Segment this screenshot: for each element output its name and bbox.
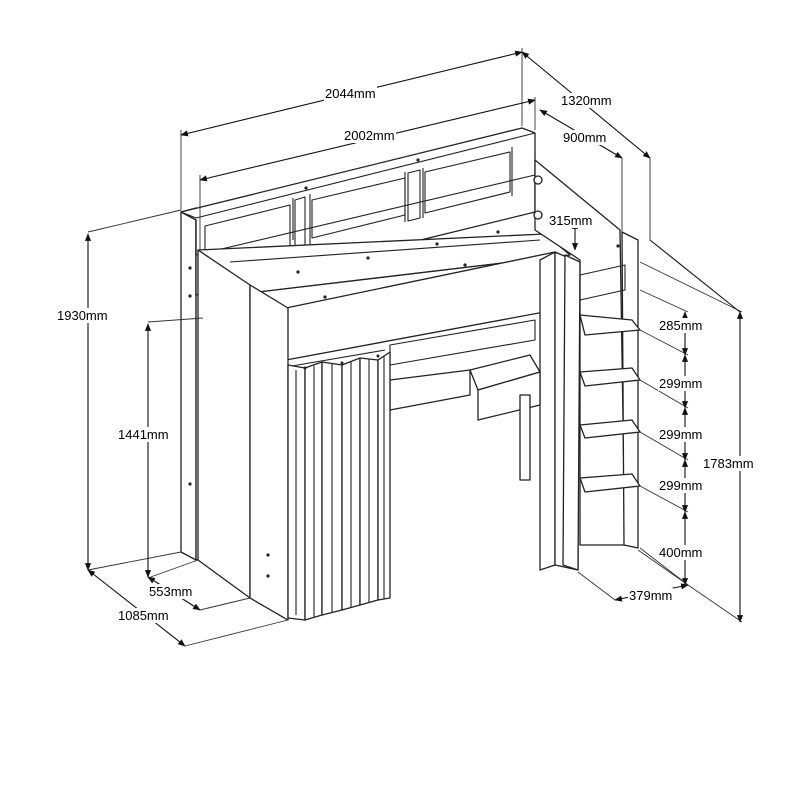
front-depth-label: 1085mm bbox=[117, 608, 170, 623]
ladder-step-3-label: 299mm bbox=[658, 427, 704, 442]
headboard-height-label: 315mm bbox=[548, 213, 594, 228]
inner-width-label: 2002mm bbox=[343, 128, 396, 143]
underbed-height-label: 1441mm bbox=[117, 427, 170, 442]
ladder-bottom-label: 400mm bbox=[658, 545, 704, 560]
left-post bbox=[180, 207, 197, 561]
wardrobe-depth-label: 553mm bbox=[148, 584, 194, 599]
bed-depth-label: 900mm bbox=[562, 130, 608, 145]
overall-width-label: 2044mm bbox=[324, 86, 377, 101]
ladder-step-1-label: 285mm bbox=[658, 318, 704, 333]
overall-depth-label: 1320mm bbox=[560, 93, 613, 108]
ladder-rail-left bbox=[562, 254, 581, 571]
ladder-step-4-label: 299mm bbox=[658, 478, 704, 493]
ladder-rail-right bbox=[621, 231, 639, 549]
front-left-panel bbox=[197, 249, 251, 599]
ladder-step-2-label: 299mm bbox=[658, 376, 704, 391]
ladder-height-label: 1783mm bbox=[702, 456, 755, 471]
ladder-depth-label: 379mm bbox=[628, 588, 674, 603]
overall-height-label: 1930mm bbox=[56, 308, 109, 323]
bed-structure bbox=[180, 127, 641, 621]
